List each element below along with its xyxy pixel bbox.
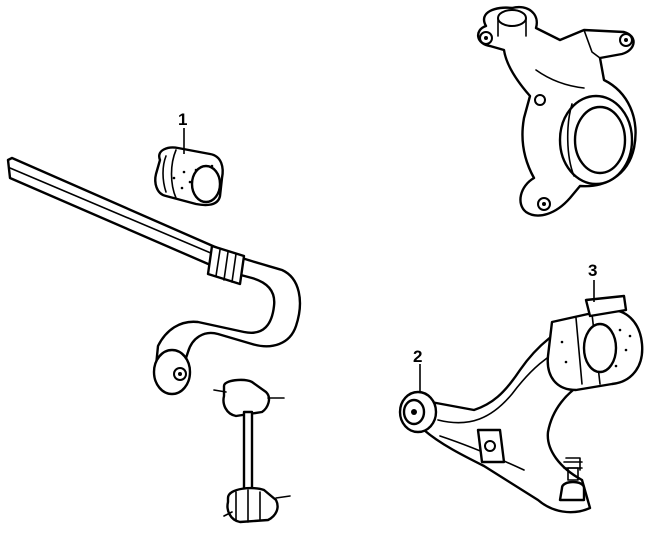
lower-arm-front-bushing bbox=[398, 390, 438, 434]
bushing-texture bbox=[172, 164, 214, 190]
callout-3-label: 3 bbox=[588, 261, 597, 280]
callout-2-label: 2 bbox=[413, 347, 422, 366]
callout-1-label: 1 bbox=[178, 110, 187, 129]
stabilizer-bar bbox=[6, 156, 302, 396]
lower-arm-rear-bushing bbox=[546, 294, 644, 392]
stabilizer-bushing bbox=[154, 146, 224, 207]
steering-knuckle bbox=[477, 5, 637, 217]
stabilizer-link bbox=[213, 378, 291, 524]
bushing-texture bbox=[560, 328, 632, 368]
bar-bushing bbox=[206, 244, 246, 286]
